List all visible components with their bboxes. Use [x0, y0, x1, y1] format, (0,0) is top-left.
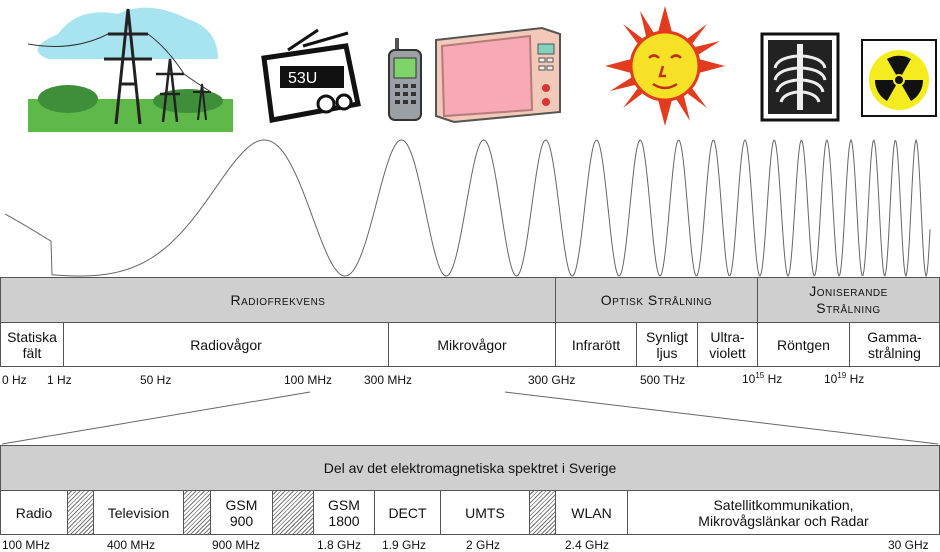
tick-label: 400 MHz [107, 538, 156, 552]
xray-icon [760, 32, 840, 122]
tick-label: 1.8 GHz [317, 538, 362, 552]
header-joniserande: Joniserande Strålning [758, 278, 939, 322]
zoom-lines [1, 391, 939, 445]
cell-unallocated [273, 491, 314, 534]
cell-satellit: Satellitkommunikation, Mikrovågslänkar o… [628, 491, 939, 534]
tick-label: 2 GHz [466, 538, 501, 552]
cell-rontgen: Röntgen [758, 323, 850, 366]
cell-radio: Radio [1, 491, 68, 534]
cell-unallocated [530, 491, 556, 534]
radio-icon: 53U [261, 28, 361, 123]
frequency-wave [4, 138, 931, 278]
tick-exponent: 19 [837, 371, 847, 380]
cell-gammastralning: Gamma- strålning [850, 323, 939, 366]
tick-label: 0 Hz [2, 373, 27, 387]
tick-base: 10 [742, 372, 756, 386]
cell-dect: DECT [375, 491, 441, 534]
cell-television: Television [94, 491, 184, 534]
header-label: Optisk Strålning [600, 292, 713, 308]
zoom-line-left [1, 391, 311, 445]
tick-label: 300 GHz [528, 373, 576, 387]
cell-gsm1800: GSM 1800 [314, 491, 375, 534]
header-radiofrekvens: Radiofrekvens [1, 278, 556, 322]
cell-unallocated [184, 491, 211, 534]
cell-synligt-ljus: Synligt ljus [637, 323, 698, 366]
tick-unit: Hz [764, 372, 783, 386]
wave-line [4, 138, 931, 278]
cell-gsm900: GSM 900 [211, 491, 273, 534]
row-divider [1, 322, 939, 323]
tick-label: 100 MHz [2, 538, 51, 552]
tick-label-1e15: 1015 Hz [742, 371, 782, 386]
cell-infrarott: Infrarött [556, 323, 637, 366]
tick-label: 1 Hz [47, 373, 72, 387]
header-label: Joniserande Strålning [809, 283, 888, 316]
mobile-phone-icon [388, 38, 422, 121]
tick-label: 100 MHz [284, 373, 333, 387]
tick-label: 500 THz [640, 373, 686, 387]
header-optisk: Optisk Strålning [556, 278, 758, 322]
tick-unit: Hz [846, 372, 865, 386]
cell-ultraviolett: Ultra- violett [698, 323, 758, 366]
tick-label: 50 Hz [140, 373, 172, 387]
cell-umts: UMTS [441, 491, 530, 534]
tick-label: 1.9 GHz [382, 538, 427, 552]
tick-exponent: 15 [755, 371, 765, 380]
svg-text:53U: 53U [288, 70, 317, 87]
cell-radiovagor: Radiovågor [64, 323, 389, 366]
cell-unallocated [68, 491, 94, 534]
tick-label: 300 MHz [364, 373, 413, 387]
tick-label: 30 GHz [888, 538, 929, 552]
tick-label: 900 MHz [212, 538, 261, 552]
tick-base: 10 [824, 372, 838, 386]
row-divider [1, 490, 939, 491]
spectrum-table: Radiofrekvens Optisk Strålning Joniseran… [0, 277, 940, 367]
header-label: Radiofrekvens [230, 292, 326, 308]
cell-statiska: Statiska fält [1, 323, 64, 366]
zoom-line-right [504, 391, 939, 445]
microwave-oven-icon [435, 26, 561, 124]
header-label: Del av det elektromagnetiska spektret i … [323, 460, 617, 476]
sun-icon [605, 6, 725, 126]
sweden-spectrum-table: Del av det elektromagnetiska spektret i … [0, 445, 940, 535]
cell-mikrovagor: Mikrovågor [389, 323, 556, 366]
tick-label: 2.4 GHz [565, 538, 610, 552]
tick-label-1e19: 1019 Hz [824, 371, 864, 386]
radiation-icon [861, 39, 937, 117]
header-sverige: Del av det elektromagnetiska spektret i … [1, 446, 939, 490]
power-lines-icon [28, 7, 233, 132]
cell-wlan: WLAN [556, 491, 628, 534]
